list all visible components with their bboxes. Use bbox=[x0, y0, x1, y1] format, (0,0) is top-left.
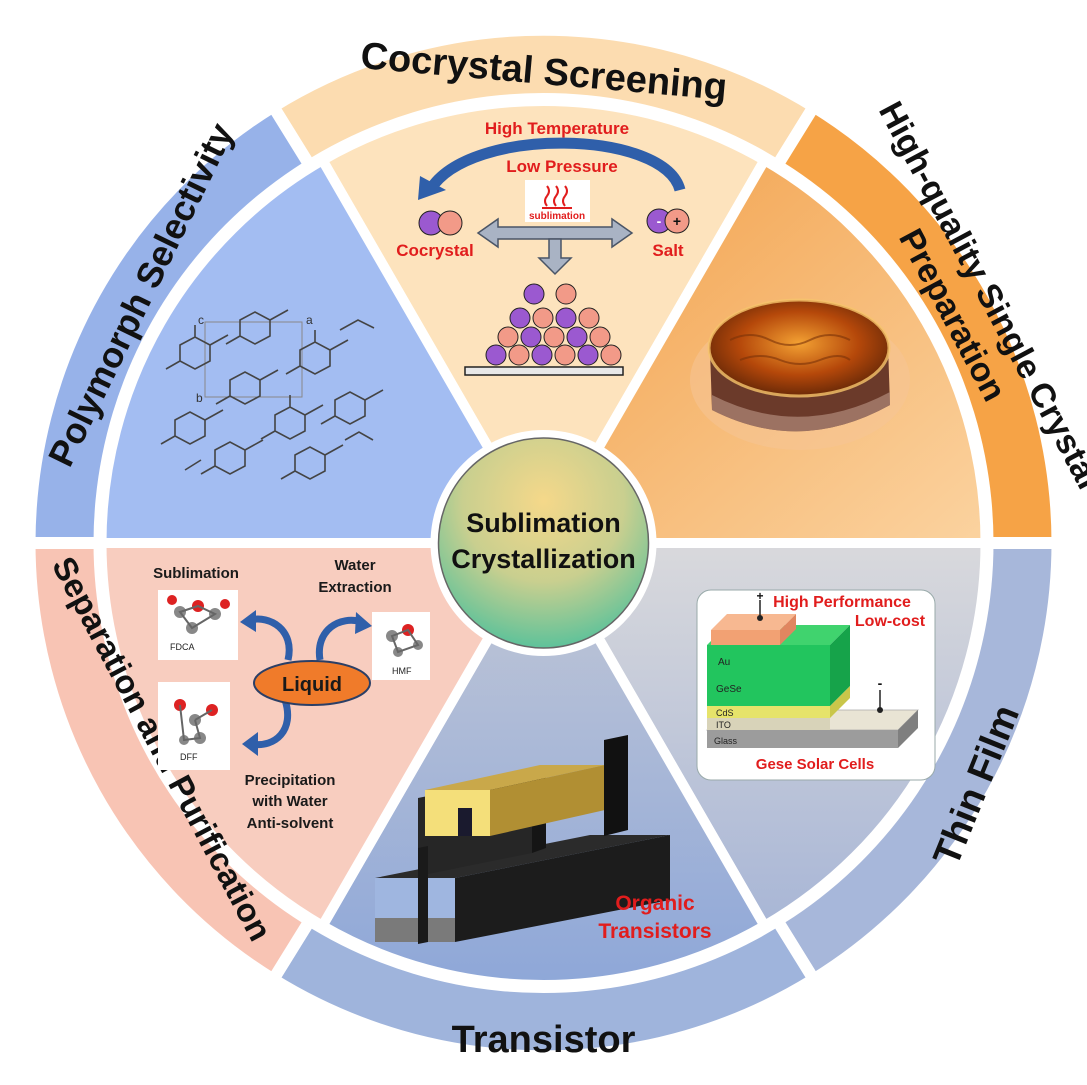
unit-cell-box bbox=[204, 321, 303, 398]
substrate-plate bbox=[464, 366, 624, 376]
salt-plus-sign: + bbox=[673, 213, 681, 229]
crystal-top-face bbox=[709, 300, 889, 396]
cocrystal-panel: High Temperature Low Pressure sublimatio… bbox=[396, 119, 690, 376]
organic-transistors-line1: Organic bbox=[615, 892, 695, 915]
center-title-line1: Sublimation bbox=[466, 508, 621, 538]
gese-layer bbox=[707, 645, 830, 706]
salt-cation bbox=[664, 208, 690, 234]
sublimation-cycle-arrowhead bbox=[418, 176, 446, 200]
high-performance-label: High Performance bbox=[773, 594, 911, 611]
dff-molecule-icon bbox=[174, 699, 218, 745]
salt-minus-sign: - bbox=[657, 213, 662, 229]
cocrystal-salt-double-arrow bbox=[476, 217, 634, 249]
solar-cell-caption: Gese Solar Cells bbox=[756, 756, 874, 773]
arrow-to-hmf bbox=[315, 616, 364, 661]
center-title-line2: Crystallization bbox=[451, 544, 636, 574]
thin-film-panel: + - Au GeSe CdS ITO Glass High Performan… bbox=[696, 589, 936, 781]
unit-cell-axis-b: b bbox=[196, 391, 203, 405]
dff-label: DFF bbox=[180, 752, 198, 762]
fdca-label: FDCA bbox=[170, 642, 195, 652]
unit-cell-axis-a: a bbox=[306, 313, 313, 327]
sublimation-badge-label: sublimation bbox=[529, 211, 585, 222]
precipitation-line3: Anti-solvent bbox=[247, 815, 334, 832]
gold-electrode-top bbox=[425, 765, 605, 790]
hmf-label: HMF bbox=[392, 666, 412, 676]
layer-label-cds: CdS bbox=[716, 708, 734, 718]
cocrystal-molecule-b bbox=[437, 210, 463, 236]
cocrystal-label: Cocrystal bbox=[396, 241, 473, 260]
molecule-stick-network bbox=[160, 309, 384, 480]
transistor-substrate bbox=[455, 835, 670, 942]
single-crystal-photo bbox=[690, 298, 910, 450]
layer-label-ito: ITO bbox=[716, 720, 731, 730]
minus-terminal: - bbox=[878, 675, 883, 691]
gold-electrode-front bbox=[425, 790, 490, 836]
center-circle bbox=[437, 437, 650, 649]
separation-panel: Sublimation Water Extraction FDCA HMF DF… bbox=[153, 557, 430, 832]
transistor-title: Transistor bbox=[452, 1019, 636, 1061]
organic-transistors-line2: Transistors bbox=[598, 920, 711, 943]
arrow-to-dff bbox=[251, 698, 292, 749]
layer-label-glass: Glass bbox=[714, 736, 738, 746]
sublimation-cycle-arrow bbox=[425, 137, 686, 194]
unit-cell-axis-c: c bbox=[198, 313, 204, 327]
plus-terminal: + bbox=[756, 589, 763, 603]
water-extraction-line1: Water bbox=[334, 557, 375, 574]
layer-label-au: Au bbox=[718, 657, 730, 668]
layer-label-gese: GeSe bbox=[716, 684, 742, 695]
heat-waves-icon bbox=[544, 185, 568, 207]
down-arrow bbox=[537, 238, 573, 276]
low-pressure-label: Low Pressure bbox=[506, 157, 618, 176]
precipitation-line1: Precipitation bbox=[245, 772, 336, 789]
water-extraction-line2: Extraction bbox=[318, 579, 391, 596]
au-layer bbox=[711, 630, 780, 645]
low-cost-label: Low-cost bbox=[855, 613, 926, 630]
hmf-molecule-icon bbox=[386, 624, 423, 657]
high-temperature-label: High Temperature bbox=[485, 119, 629, 138]
transistor-device bbox=[375, 735, 670, 944]
dff-molecule-card bbox=[158, 682, 230, 770]
wedge-polymorph bbox=[96, 153, 553, 548]
fdca-molecule-icon bbox=[167, 595, 230, 634]
glass-layer bbox=[707, 730, 898, 748]
sublimation-step-label: Sublimation bbox=[153, 565, 239, 582]
cds-layer bbox=[707, 706, 830, 718]
ito-layer bbox=[707, 718, 830, 730]
polymorph-crystal-structure: c a b bbox=[160, 309, 384, 480]
salt-label: Salt bbox=[652, 241, 684, 260]
liquid-phase-ellipse bbox=[253, 660, 371, 706]
precipitation-line2: with Water bbox=[251, 793, 327, 810]
gate-plate bbox=[604, 735, 628, 836]
liquid-label: Liquid bbox=[282, 674, 342, 696]
crystal-packing-pyramid bbox=[485, 283, 622, 366]
